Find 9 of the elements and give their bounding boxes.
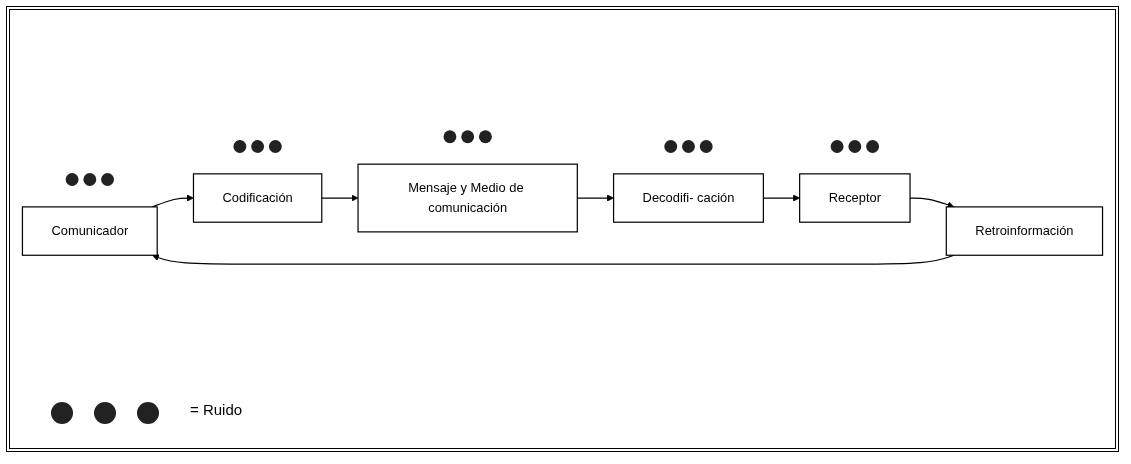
legend-text: = Ruido — [190, 401, 243, 418]
process-box: Mensaje y Medio de comunicación — [357, 163, 578, 233]
process-box: Retroinformación — [945, 206, 1104, 256]
process-box: Codificación — [192, 173, 323, 223]
process-box: Decodifi- cación — [612, 173, 764, 223]
arrow — [321, 194, 359, 202]
arrow — [151, 194, 194, 208]
process-box: Comunicador — [21, 206, 158, 256]
process-box: Receptor — [799, 173, 911, 223]
